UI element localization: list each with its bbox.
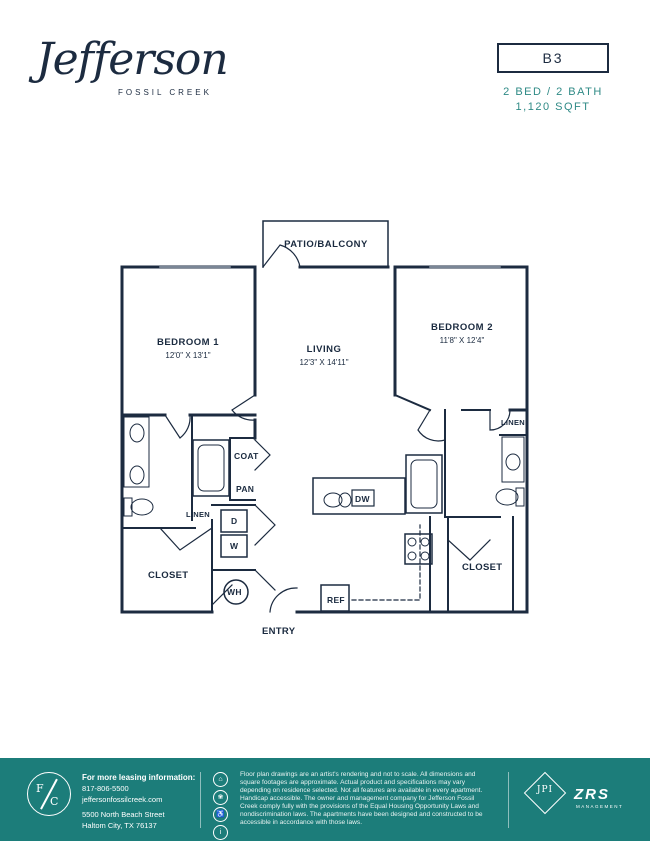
patio-label: PATIO/BALCONY <box>284 239 368 250</box>
closet1-label: CLOSET <box>148 570 189 581</box>
unit-meta: 2 BED / 2 BATH 1,120 SQFT <box>497 85 609 115</box>
living-label: LIVING 12'3" X 14'11" <box>299 344 348 367</box>
contact-website[interactable]: jeffersonfossilcreek.com <box>82 795 163 804</box>
footer-divider <box>200 772 201 828</box>
unit-sqft: 1,120 SQFT <box>515 101 591 113</box>
brand-subname: FOSSIL CREEK <box>118 88 212 97</box>
unit-beds-baths: 2 BED / 2 BATH <box>503 86 603 98</box>
contact-heading: For more leasing information: <box>82 773 196 782</box>
unit-code-box: B3 <box>497 43 609 73</box>
bedroom2-label: BEDROOM 2 11'8" X 12'4" <box>431 322 493 345</box>
pet-friendly-icon: ❀ <box>213 789 228 805</box>
dryer-label: D <box>231 516 238 526</box>
disclaimer-text: Floor plan drawings are an artist's rend… <box>240 771 483 826</box>
accessibility-icon: ♿ <box>213 807 228 822</box>
water-heater-label: WH <box>227 587 242 597</box>
dishwasher-label: DW <box>355 494 370 504</box>
fc-seal-logo: F C <box>27 772 71 816</box>
bedroom1-label: BEDROOM 1 12'0" X 13'1" <box>157 337 219 360</box>
equal-housing-icon: ⌂ <box>213 772 228 787</box>
entry-label: ENTRY <box>262 626 296 637</box>
bedroom2-dims: 11'8" X 12'4" <box>439 336 485 345</box>
contact-phone[interactable]: 817-806-5500 <box>82 784 129 793</box>
pan-label: PAN <box>236 484 255 494</box>
contact-address-line2: Haltom City, TX 76137 <box>82 821 157 830</box>
accessibility-badges: ⌂ ❀ ♿ i <box>213 772 231 842</box>
linen2-label: LINEN <box>501 418 525 427</box>
brand-name: Jefferson <box>36 34 229 85</box>
linen1-label: LINEN <box>186 510 210 519</box>
living-name: LIVING <box>306 344 342 355</box>
zrs-logo: ZRS <box>574 786 610 803</box>
closet2-label: CLOSET <box>462 562 503 573</box>
bedroom1-dims: 12'0" X 13'1" <box>165 351 211 360</box>
contact-address-line1: 5500 North Beach Street <box>82 810 165 819</box>
floor-plan <box>120 220 529 614</box>
coat-label: COAT <box>234 451 259 461</box>
refrigerator-label: REF <box>327 595 345 605</box>
contact-block: For more leasing information: 817-806-55… <box>82 772 195 831</box>
jpi-logo-text: JPI <box>536 785 554 795</box>
brand-logo: Jefferson FOSSIL CREEK <box>36 34 229 98</box>
washer-label: W <box>230 541 239 551</box>
zrs-logo-sub: MANAGEMENT <box>576 804 624 809</box>
footer: F C For more leasing information: 817-80… <box>0 758 650 841</box>
living-dims: 12'3" X 14'11" <box>299 358 349 367</box>
bedroom2-name: BEDROOM 2 <box>430 322 494 333</box>
info-icon: i <box>213 824 228 840</box>
bedroom1-name: BEDROOM 1 <box>156 337 220 348</box>
footer-divider-right <box>508 772 509 828</box>
